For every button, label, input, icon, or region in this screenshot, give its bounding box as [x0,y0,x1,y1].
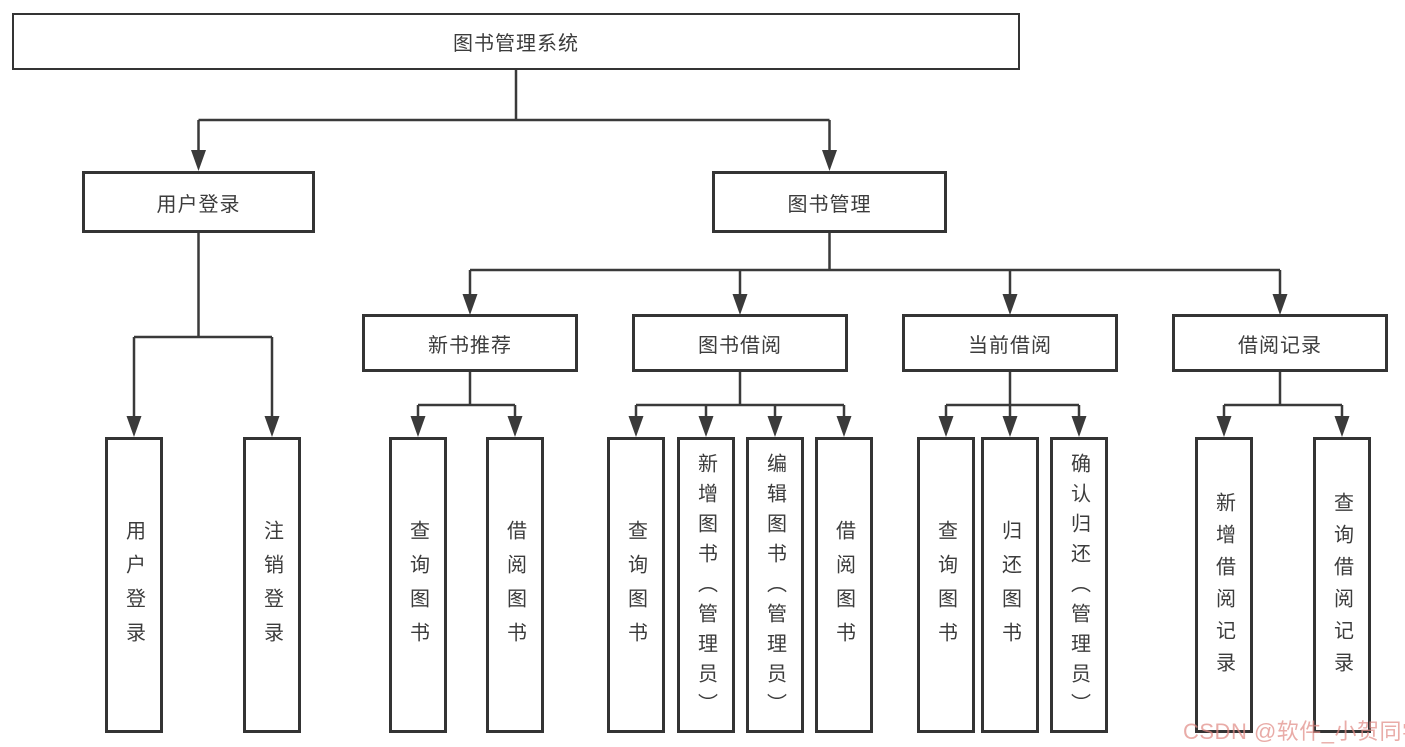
node-book-borrowing: 图书借阅 [632,314,848,372]
node-current-borrowing: 当前借阅 [902,314,1118,372]
leaf-query-books-recommend: 查询图书 [389,437,447,733]
leaf-edit-books-admin: 编辑图书（管理员） [746,437,804,733]
leaf-return-books: 归还图书 [981,437,1039,733]
leaf-borrow-books-borrowing: 借阅图书 [815,437,873,733]
leaf-query-borrow-record: 查询借阅记录 [1313,437,1371,733]
leaf-add-borrow-record: 新增借阅记录 [1195,437,1253,733]
leaf-query-books-current: 查询图书 [917,437,975,733]
leaf-query-books-borrowing: 查询图书 [607,437,665,733]
node-user-login: 用户登录 [82,171,315,233]
node-borrowing-records: 借阅记录 [1172,314,1388,372]
leaf-add-books-admin: 新增图书（管理员） [677,437,735,733]
node-new-book-recommend: 新书推荐 [362,314,578,372]
leaf-borrow-books-recommend: 借阅图书 [486,437,544,733]
csdn-watermark: CSDN @软件_小贺同学 [1183,719,1405,744]
leaf-confirm-return-admin: 确认归还（管理员） [1050,437,1108,733]
node-library-system: 图书管理系统 [12,13,1020,70]
leaf-user-login: 用户登录 [105,437,163,733]
node-book-management: 图书管理 [712,171,947,233]
leaf-logout: 注销登录 [243,437,301,733]
